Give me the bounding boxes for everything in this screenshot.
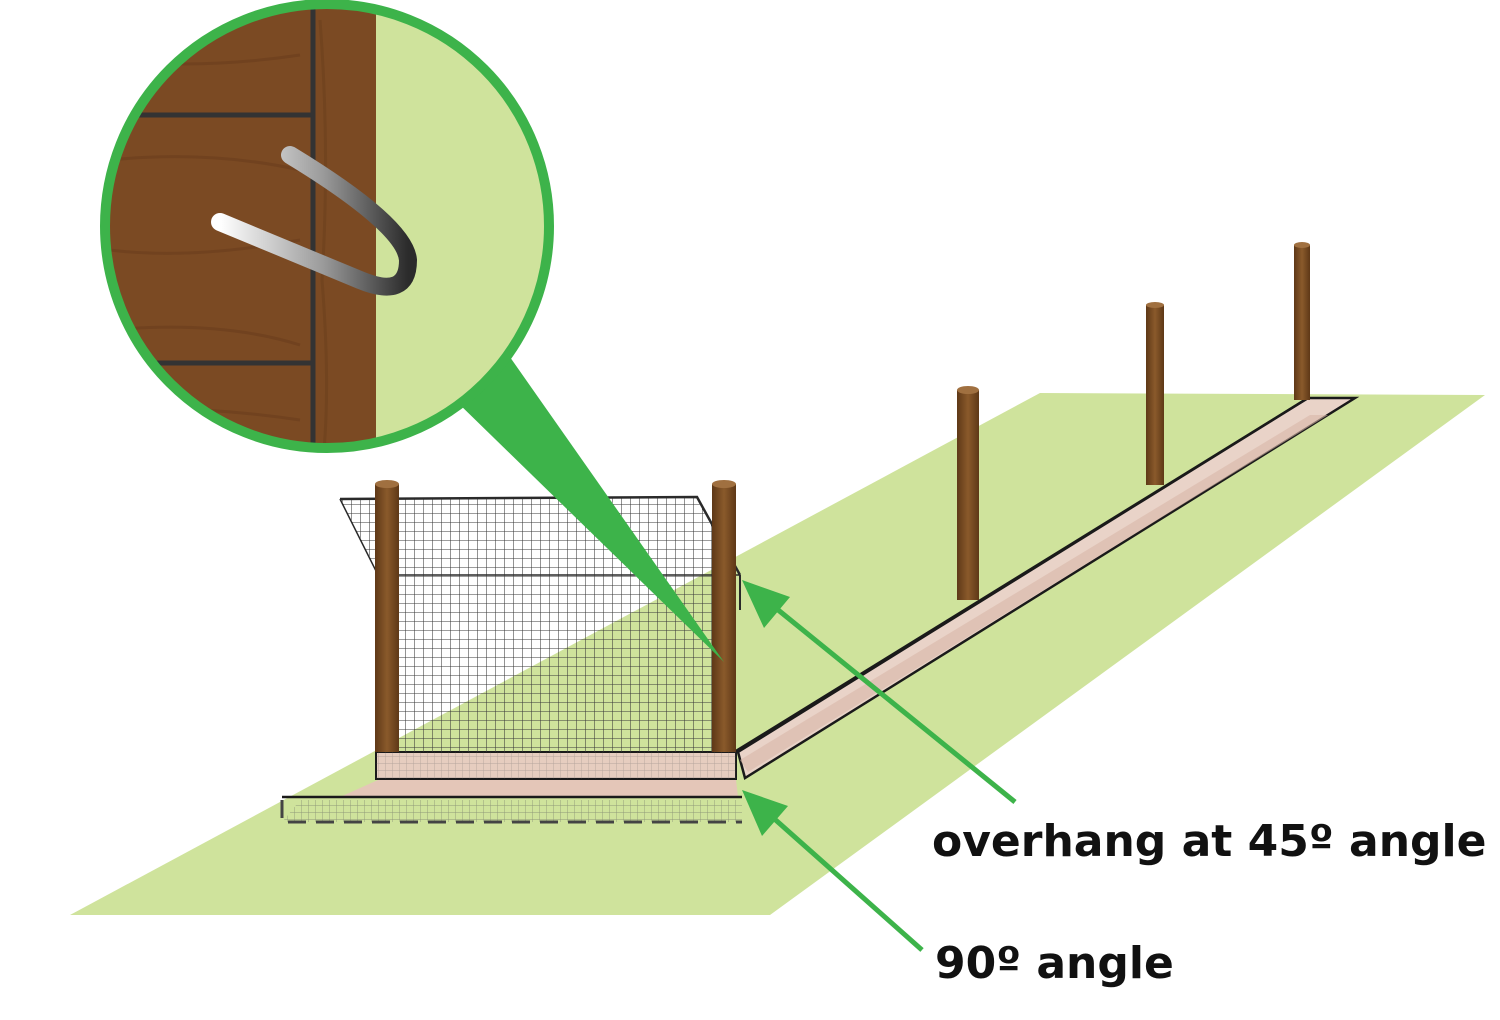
fence-post-right	[712, 480, 736, 752]
ninety-arrow	[742, 790, 924, 952]
magnifier-pointer	[455, 350, 724, 662]
ninety-degree-label: 90º angle	[935, 938, 1174, 989]
fence-mesh-panel	[380, 570, 734, 752]
overhang-mesh	[340, 497, 740, 575]
overhang-arrow	[742, 580, 1017, 804]
overhang-label: overhang at 45º angle	[932, 816, 1487, 867]
fence-post-left	[375, 480, 399, 752]
buried-outline	[280, 800, 742, 824]
line-post-2	[1146, 302, 1164, 485]
u-staple-icon	[211, 146, 418, 296]
trench-inner	[740, 415, 1328, 772]
buried-mesh-skirt	[340, 780, 738, 797]
line-post-3	[1294, 242, 1310, 400]
buried-mesh-grid	[282, 800, 742, 822]
line-post-1	[957, 386, 979, 600]
